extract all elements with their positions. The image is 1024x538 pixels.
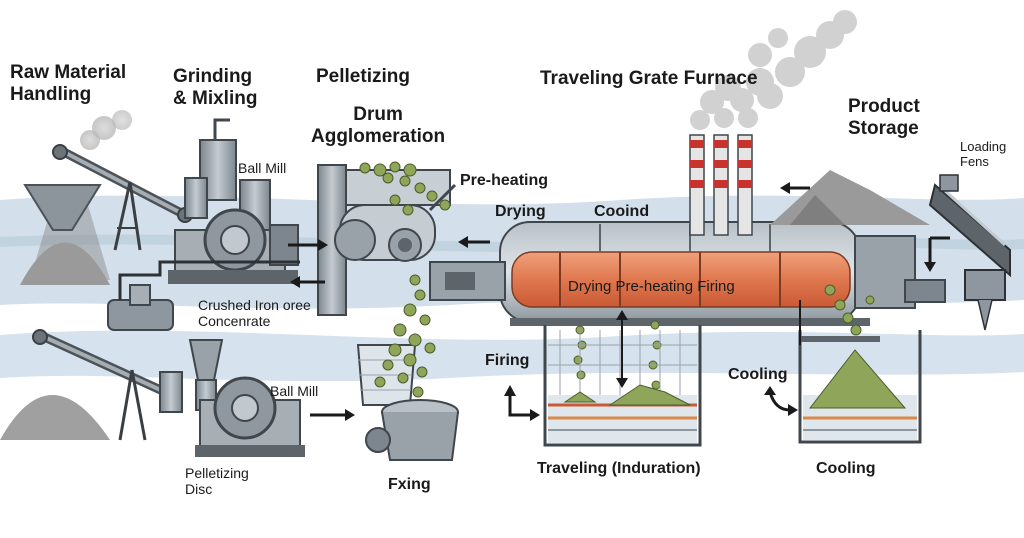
stage-pelletizing-label: Pelletizing: [316, 66, 410, 87]
product-storage-pile: [770, 170, 930, 225]
stage-loading-label: Loading Fens: [960, 139, 1007, 169]
smoke-plume: [690, 10, 857, 130]
stage-grinding-label: Grinding & Mixling: [173, 66, 258, 109]
pre-heating-label: Pre-heating: [460, 172, 549, 189]
kiln-zones-label: Drying Pre-heating Firing: [568, 278, 735, 295]
chimney-stacks: [689, 134, 753, 236]
stage-storage-label: Product Storage: [848, 96, 920, 139]
fixing-tank: [356, 344, 459, 461]
pellet-stream: [359, 161, 875, 398]
stage-raw-material-label: Raw Material Handling: [10, 62, 127, 105]
raw-material-conveyor-bottom: [0, 329, 167, 441]
fxing-label: Fxing: [388, 476, 431, 493]
ball-mill-bottom: [159, 339, 305, 457]
ball-mill-top: [168, 118, 299, 284]
raw-material-conveyor-top: [20, 110, 193, 285]
pelletizing-disc-label: Pelletizing Disc: [185, 465, 249, 498]
cooling-side-label: Cooling: [728, 366, 788, 383]
stage-drum-label: Drum Agglomeration: [311, 104, 446, 147]
stage-furnace-label: Traveling Grate Furnace: [540, 68, 758, 89]
drying-label: Drying: [495, 203, 546, 220]
ball-mill-top-label: Ball Mill: [238, 160, 287, 176]
firing-label: Firing: [485, 352, 530, 369]
slurry-pump: [107, 260, 300, 331]
loading-conveyor: [928, 174, 1011, 331]
traveling-induration-label: Traveling (Induration): [537, 460, 701, 477]
flow-arrows: [288, 182, 950, 421]
ball-mill-bottom-label: Ball Mill: [270, 383, 319, 399]
cooind-label: Cooind: [594, 203, 650, 220]
crushed-ore-label: Crushed Iron oree Concenrate: [198, 297, 311, 330]
cooling-bottom-label: Cooling: [816, 460, 876, 477]
induration-chamber: [543, 310, 702, 447]
rotary-kiln: [429, 221, 946, 326]
cooling-chamber: [798, 300, 922, 444]
